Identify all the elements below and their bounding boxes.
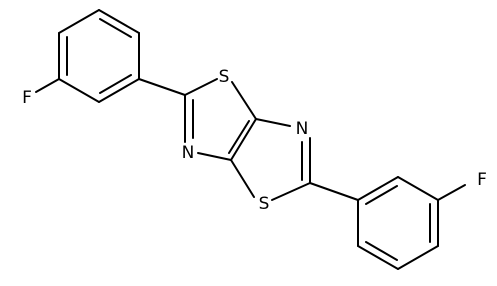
bond bbox=[230, 118, 257, 161]
bond bbox=[397, 176, 439, 201]
bond bbox=[184, 78, 218, 96]
atom-label-nitrogen-left: N bbox=[182, 143, 195, 163]
bond-ring-link-right bbox=[309, 182, 359, 201]
bond bbox=[271, 182, 311, 201]
bond bbox=[197, 152, 232, 161]
bond bbox=[255, 118, 291, 127]
bond bbox=[98, 9, 140, 34]
atom-label-sulfur-bottom: S bbox=[259, 194, 270, 214]
bond bbox=[230, 159, 255, 198]
right-fluorophenyl-ring bbox=[357, 176, 466, 270]
bond bbox=[231, 81, 257, 120]
bond bbox=[357, 176, 399, 201]
bond bbox=[98, 78, 140, 103]
bond bbox=[58, 9, 100, 34]
double-bond-inner bbox=[228, 120, 250, 154]
bond-c-f bbox=[35, 78, 60, 93]
bond bbox=[397, 245, 439, 270]
atom-label-sulfur-top: S bbox=[219, 67, 230, 87]
bond-c-f bbox=[437, 184, 466, 201]
double-bond-inner bbox=[365, 185, 398, 205]
atom-label-fluorine-right: F bbox=[477, 170, 487, 190]
double-bond-inner bbox=[99, 18, 132, 38]
left-fluorophenyl-ring bbox=[35, 9, 140, 103]
thiazolothiazole-core bbox=[184, 78, 311, 201]
double-bond-inner bbox=[365, 241, 398, 261]
atom-label-fluorine-left: F bbox=[22, 88, 32, 108]
bond bbox=[357, 245, 399, 270]
bond-ring-link-left bbox=[138, 78, 186, 96]
double-bond-inner bbox=[99, 74, 132, 94]
atom-label-nitrogen-right: N bbox=[296, 119, 309, 139]
bond bbox=[58, 78, 100, 103]
